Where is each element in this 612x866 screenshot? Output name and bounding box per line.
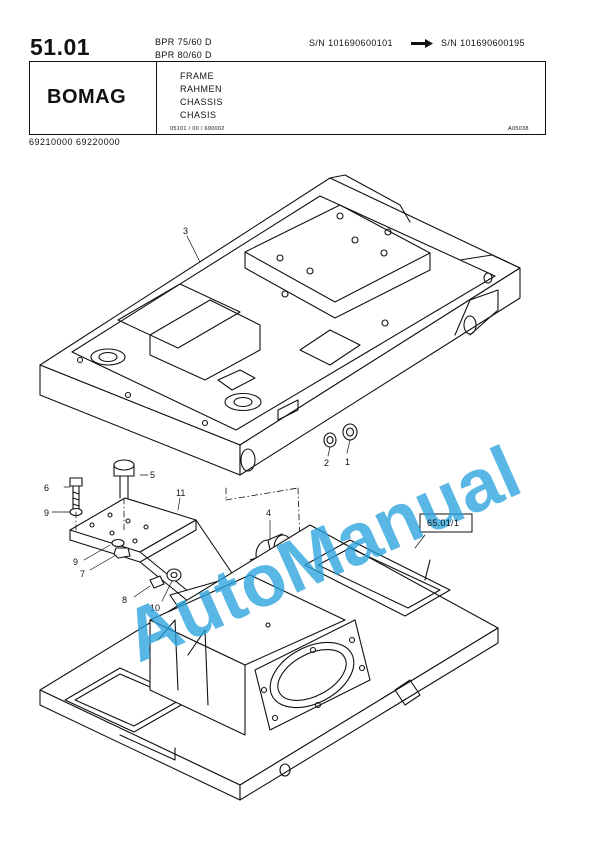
callout-8: 8 — [122, 595, 127, 605]
title-fr: CHASSIS — [180, 97, 224, 107]
title-en: FRAME — [180, 71, 214, 81]
model-line-2: BPR 80/60 D — [155, 50, 212, 60]
serial-from: S/N 101690600101 — [309, 38, 393, 48]
title-box — [29, 61, 546, 135]
callout-1: 1 — [345, 457, 350, 467]
callout-9-lower: 9 — [73, 557, 78, 567]
callout-9-upper: 9 — [44, 508, 49, 518]
bolt-part — [113, 459, 135, 499]
reference-box — [419, 513, 473, 533]
callout-7: 7 — [80, 569, 85, 579]
title-de: RAHMEN — [180, 84, 223, 94]
title-box-divider — [156, 62, 157, 134]
part-numbers: 69210000 69220000 — [29, 137, 121, 147]
callout-3: 3 — [183, 226, 188, 236]
drawing-code: A05038 — [508, 126, 529, 132]
brand-logo: BOMAG — [47, 86, 127, 108]
doc-code: 05101 / 00 / 690002 — [170, 126, 225, 132]
model-line-1: BPR 75/60 D — [155, 37, 212, 47]
section-number: 51.01 — [30, 34, 91, 60]
title-es: CHASIS — [180, 110, 217, 120]
callout-2: 2 — [324, 458, 329, 468]
callout-5: 5 — [150, 470, 155, 480]
reference-box-label: 65.01/1 — [427, 518, 460, 528]
callout-labels: 1 2 3 4 5 6 7 8 9 9 10 11 — [44, 226, 350, 613]
callout-10: 10 — [150, 603, 160, 613]
callout-4: 4 — [266, 508, 271, 518]
serial-to: S/N 101690600195 — [441, 38, 525, 48]
callout-6: 6 — [44, 483, 49, 493]
leader-lines — [51, 235, 426, 602]
upper-frame-part — [39, 174, 521, 476]
arrow-right-icon — [411, 39, 433, 48]
screw-part — [69, 477, 83, 511]
base-plate-part — [39, 524, 499, 801]
bushing-parts — [323, 423, 358, 448]
callout-11: 11 — [176, 488, 185, 498]
